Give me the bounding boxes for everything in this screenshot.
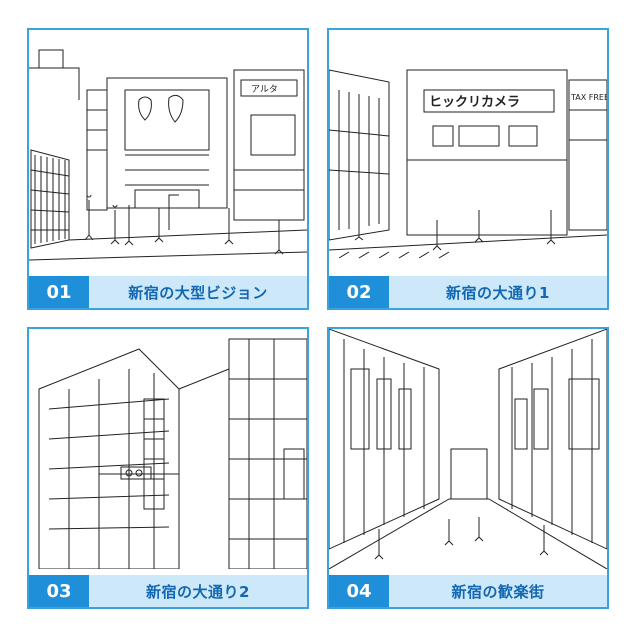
- sign-camera-store: ヒックリカメラ: [429, 95, 520, 110]
- card-04[interactable]: 04 新宿の歓楽街: [327, 327, 609, 609]
- illustration-entertainment-district: [329, 329, 607, 569]
- line-art-entertainment-district: [329, 329, 607, 569]
- card-number: 02: [329, 276, 389, 308]
- card-caption: 04 新宿の歓楽街: [329, 575, 607, 607]
- card-01[interactable]: アルタ 01 新宿の大型ビジョン: [27, 28, 309, 310]
- card-caption: 02 新宿の大通り1: [329, 276, 607, 308]
- card-number: 03: [29, 575, 89, 607]
- card-number: 01: [29, 276, 89, 308]
- card-caption: 01 新宿の大型ビジョン: [29, 276, 307, 308]
- illustration-street-corner: ヒックリカメラ TAX FREE: [329, 30, 607, 270]
- card-title: 新宿の大通り2: [89, 575, 307, 607]
- card-caption: 03 新宿の大通り2: [29, 575, 307, 607]
- card-03[interactable]: 03 新宿の大通り2: [27, 327, 309, 609]
- illustration-avenue-buildings: [29, 329, 307, 569]
- card-title: 新宿の大型ビジョン: [89, 276, 307, 308]
- card-title: 新宿の大通り1: [389, 276, 607, 308]
- sign-alta: アルタ: [251, 84, 278, 95]
- card-number: 04: [329, 575, 389, 607]
- card-02[interactable]: ヒックリカメラ TAX FREE 02 新宿の大通り1: [327, 28, 609, 310]
- line-art-billboard-plaza: アルタ: [29, 49, 307, 261]
- illustration-billboard-plaza: アルタ: [29, 30, 307, 270]
- card-title: 新宿の歓楽街: [389, 575, 607, 607]
- line-art-street-corner: ヒックリカメラ TAX FREE: [329, 69, 607, 259]
- sign-tax-free: TAX FREE: [570, 93, 607, 102]
- line-art-avenue-buildings: [38, 338, 307, 569]
